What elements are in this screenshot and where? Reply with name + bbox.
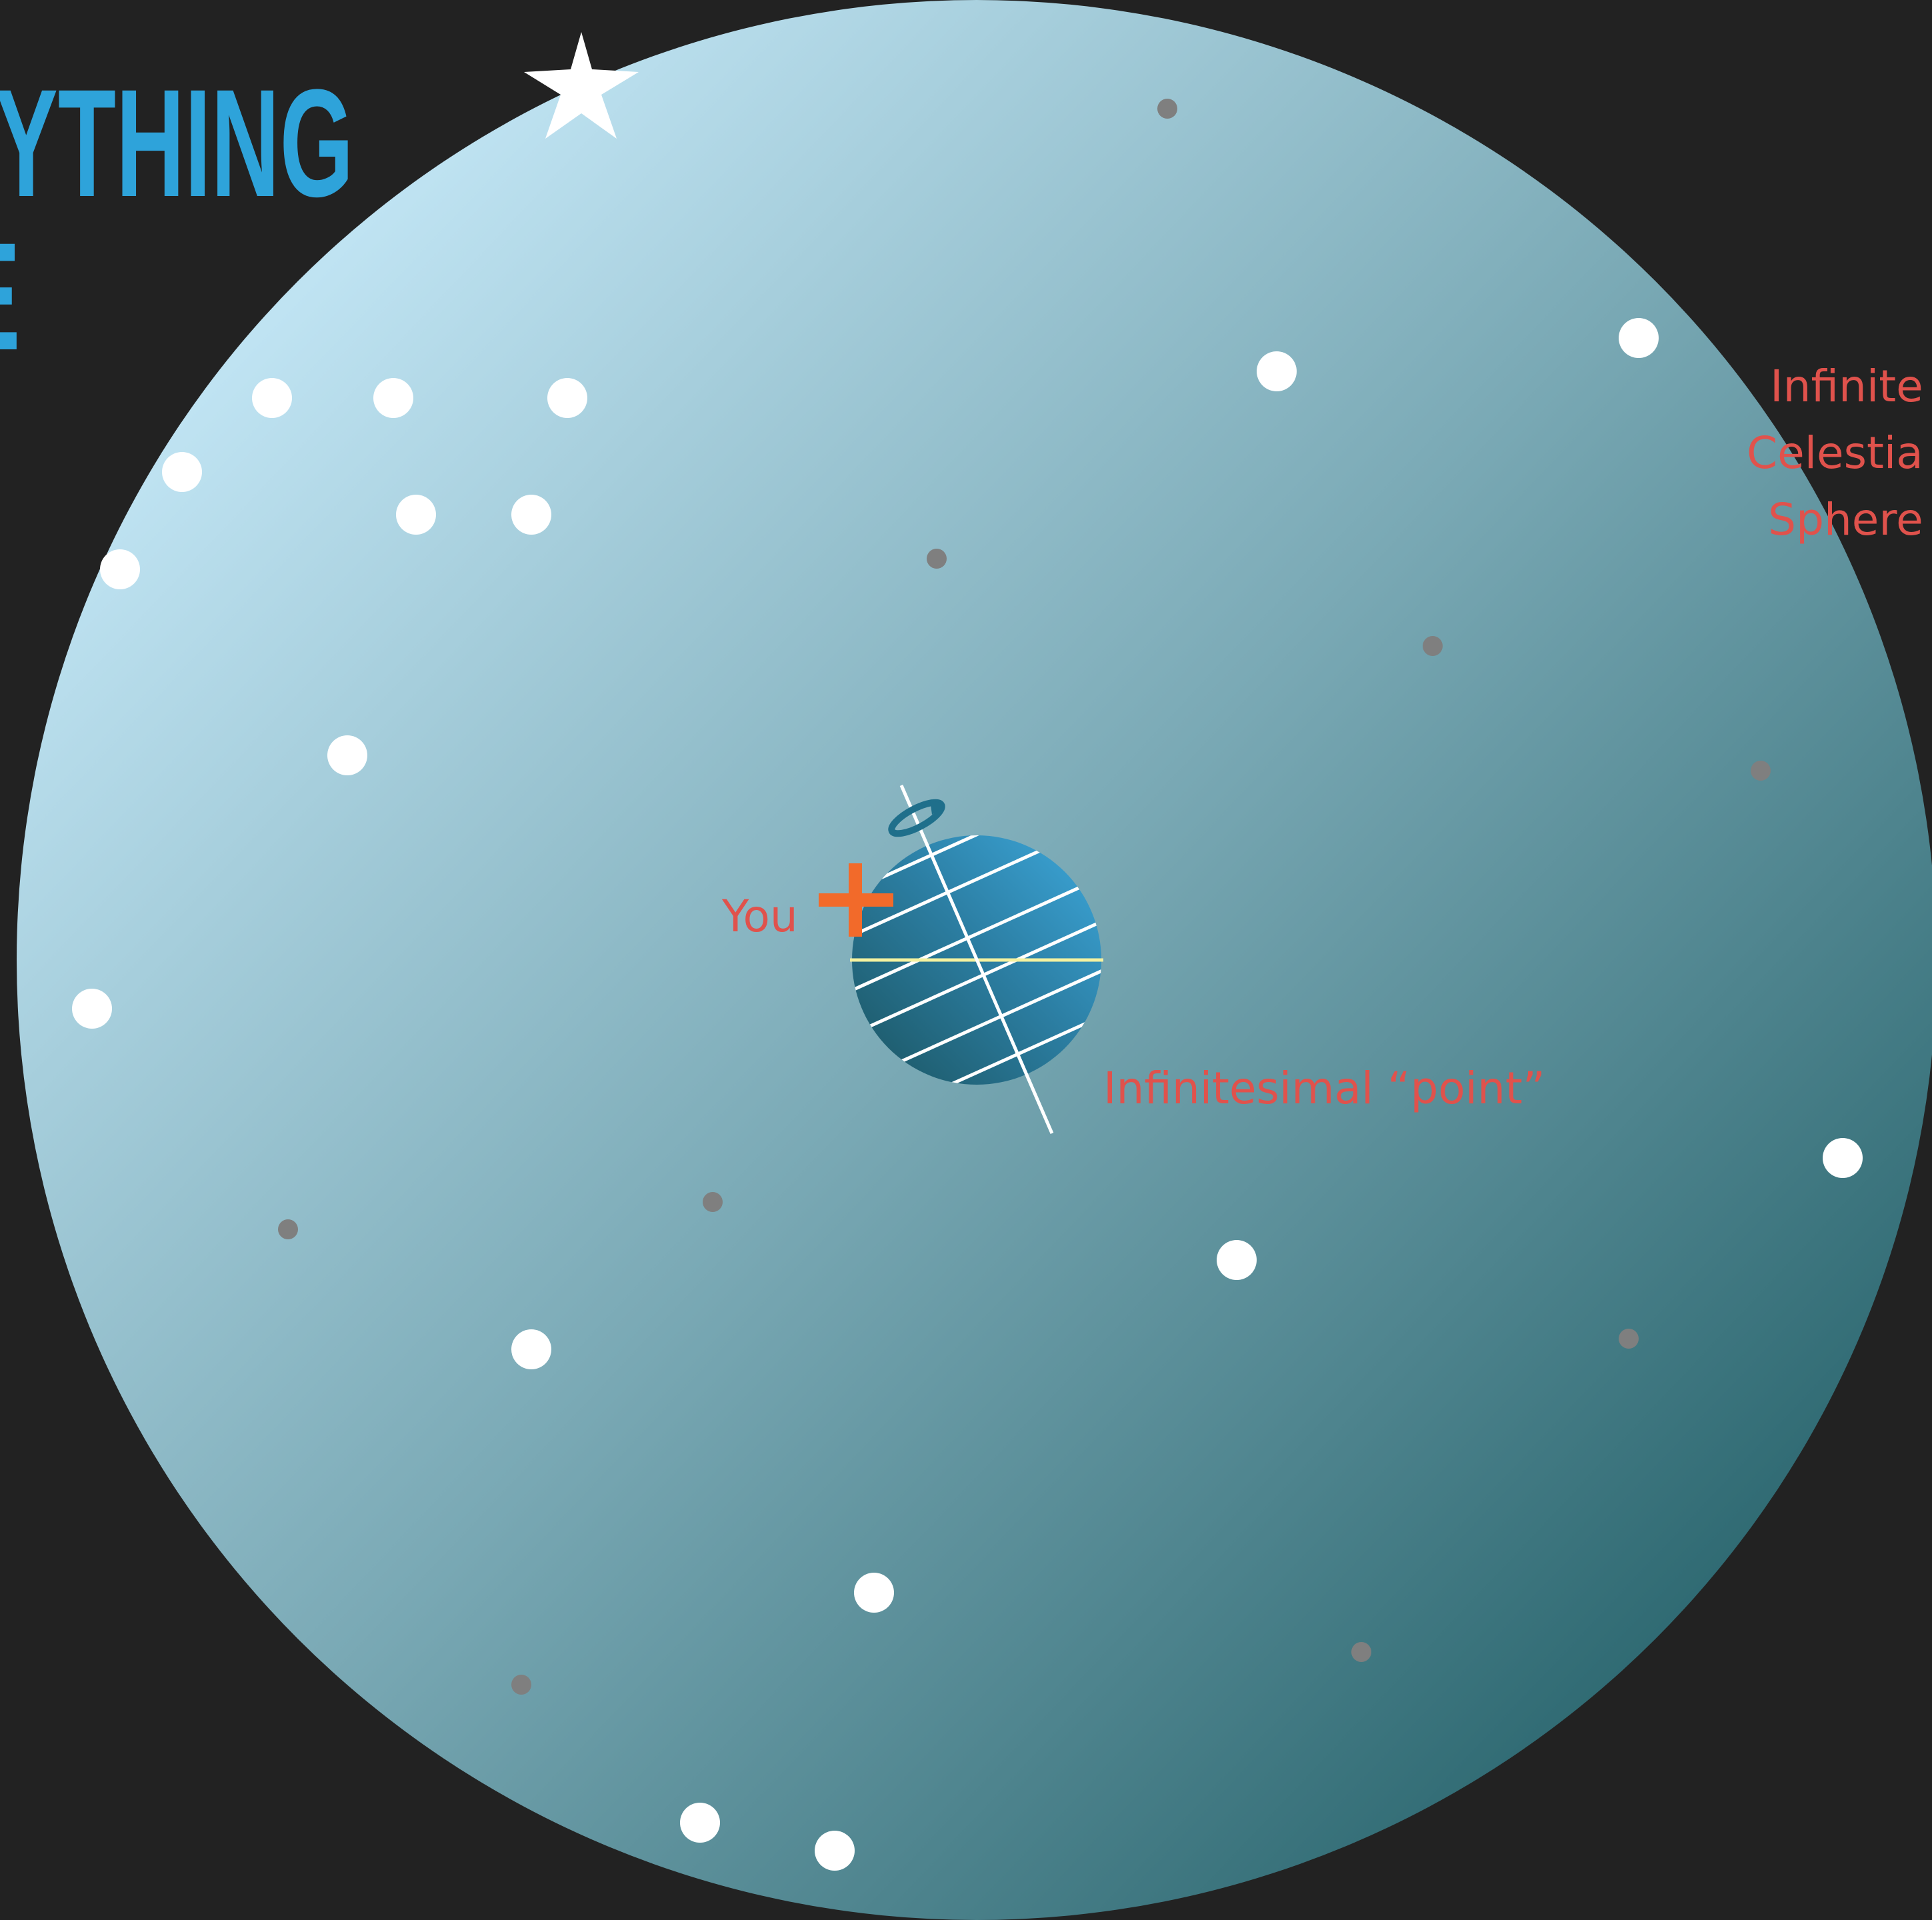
bright-star bbox=[854, 1573, 894, 1613]
faint-star bbox=[1423, 636, 1443, 656]
bright-star bbox=[162, 452, 202, 492]
latitude-line bbox=[852, 1006, 1101, 1085]
star-field bbox=[72, 99, 1863, 1871]
rotation-arrow-icon bbox=[888, 799, 945, 837]
bright-star bbox=[511, 1329, 551, 1369]
celestial-sphere-label: Infinite Celestia Sphere bbox=[1747, 361, 1923, 545]
faint-star bbox=[703, 1192, 723, 1212]
bright-star bbox=[72, 989, 112, 1029]
faint-star bbox=[511, 1675, 531, 1695]
bright-star bbox=[815, 1831, 855, 1871]
bright-star bbox=[396, 495, 436, 535]
north-star-icon bbox=[524, 32, 639, 139]
faint-star bbox=[1619, 1329, 1639, 1349]
observer-marker-icon bbox=[819, 863, 893, 937]
bright-star bbox=[373, 378, 413, 418]
slide-title-line-1: RYTHING bbox=[0, 57, 354, 229]
latitude-line bbox=[852, 867, 1101, 1001]
bright-star bbox=[511, 495, 551, 535]
faint-star bbox=[927, 549, 947, 569]
faint-star bbox=[1751, 761, 1771, 781]
latitude-line bbox=[852, 911, 1101, 1045]
rotation-axis bbox=[899, 785, 1054, 1134]
faint-star bbox=[1157, 99, 1177, 119]
bright-star bbox=[1257, 351, 1297, 391]
slide-title-line-2: E bbox=[0, 220, 20, 373]
bright-star bbox=[1823, 1138, 1863, 1178]
faint-star bbox=[278, 1219, 298, 1239]
bright-star bbox=[1619, 318, 1659, 358]
bright-star bbox=[100, 549, 140, 589]
bright-star bbox=[680, 1803, 720, 1843]
bright-star bbox=[252, 378, 292, 418]
faint-star bbox=[1351, 1642, 1371, 1662]
bright-star bbox=[547, 378, 587, 418]
bright-star bbox=[1217, 1240, 1257, 1280]
you-label: You bbox=[722, 891, 798, 942]
bright-star bbox=[327, 735, 367, 775]
infinitesimal-point-label: Infinitesimal “point” bbox=[1103, 1063, 1545, 1114]
